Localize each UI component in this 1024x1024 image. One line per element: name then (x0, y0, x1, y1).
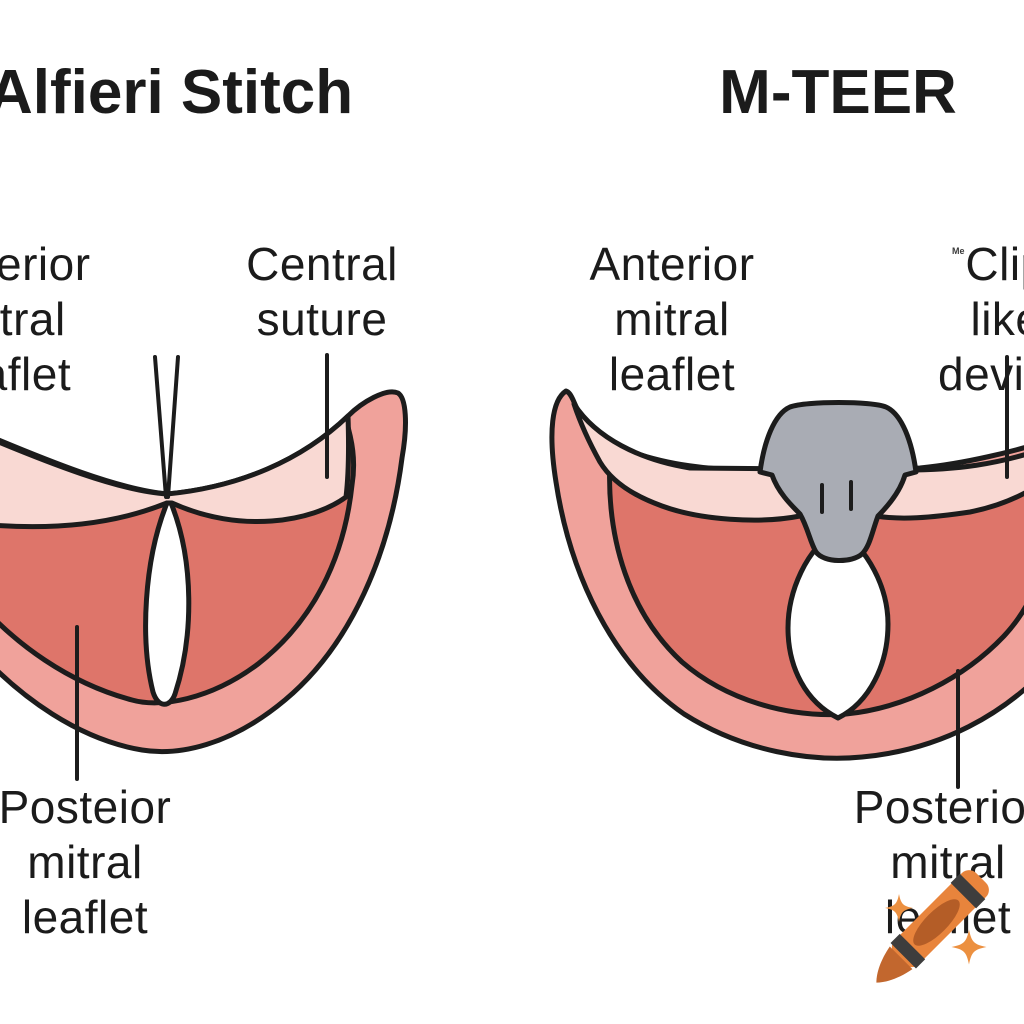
suture-thread-right (166, 355, 180, 499)
clip-device-shape (757, 400, 919, 563)
label-posterior-mitral-leaflet-right: Posterior mitral leaflet (853, 781, 1024, 943)
label-central-suture: Central suture (246, 238, 398, 345)
label-anterior-mitral-leaflet-left: Anterior mitral leaflet (0, 238, 91, 400)
label-anterior-mitral-leaflet-right: Anterior mitral leaflet (589, 238, 755, 400)
suture-thread-left (153, 355, 168, 499)
valve-left-orifice (143, 500, 192, 707)
valve-right-mteer (549, 388, 1024, 761)
label-clip-like-device: Clip like device (938, 238, 1024, 400)
title-m-teer: M-TEER (719, 58, 957, 127)
valve-right-orifice (785, 527, 891, 721)
tiny-watermark-artifact: Me (952, 246, 965, 256)
valve-left-annulus-band (0, 413, 352, 530)
leader-lines (75, 353, 1009, 789)
label-posterior-mitral-leaflet-left: Posteior mitral leaflet (0, 781, 172, 943)
title-alfieri-stitch: Alfieri Stitch (0, 58, 354, 127)
valve-left-alfieri (0, 355, 408, 755)
